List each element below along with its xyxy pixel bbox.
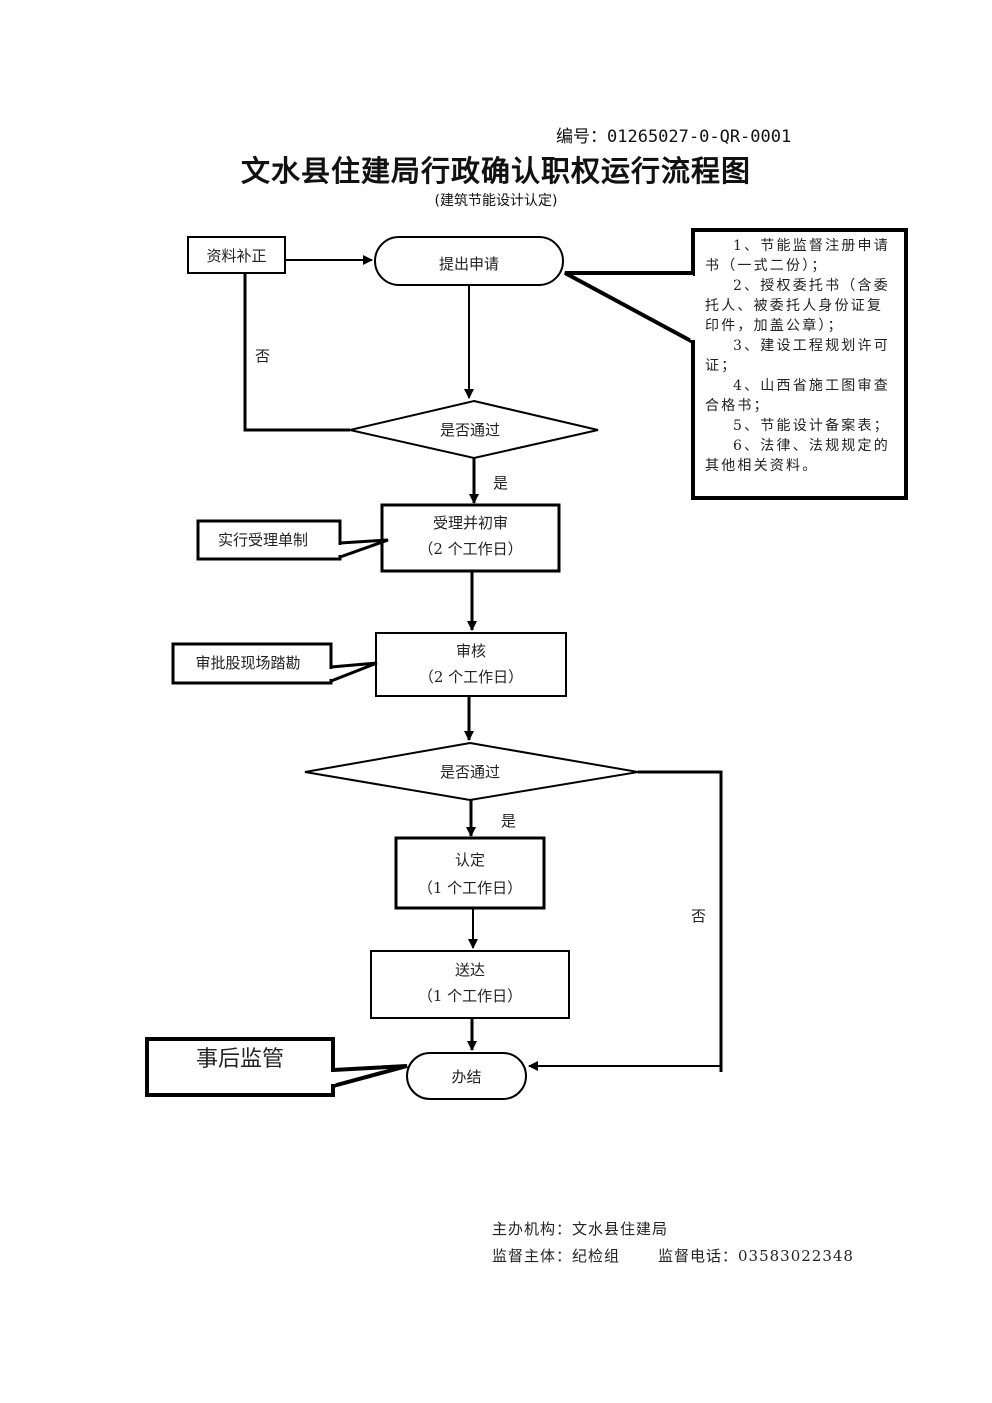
document-code: 编号：01265027-0-QR-0001 (556, 127, 792, 147)
accept-days: （2 个工作日） (418, 540, 523, 558)
requirements-callout-pointer (564, 271, 695, 344)
requirements-box (691, 228, 908, 500)
confirm-days: （1 个工作日） (417, 879, 523, 897)
apply-label: 提出申请 (438, 255, 499, 273)
requirement-item: 3、建设工程规划许可证； (705, 338, 890, 374)
review-note-box (171, 642, 333, 685)
requirement-item: 6、法律、法规规定的其他相关资料。 (705, 438, 890, 474)
accept-note-box (196, 519, 342, 561)
footer-phone: 监督电话：03583022348 (658, 1247, 854, 1265)
page-title: 文水县住建局行政确认职权运行流程图 (240, 154, 751, 188)
requirements-list: 1、节能监督注册申请书（一式二份）； 2、授权委托书（含委托人、被委托人身份证复… (705, 236, 895, 476)
review-note: 审批股现场踏勘 (195, 654, 301, 672)
confirm-title: 认定 (454, 851, 485, 869)
yes-label-1: 是 (493, 474, 509, 492)
accept-note: 实行受理单制 (217, 531, 308, 549)
footer-organizer: 主办机构：文水县住建局 (492, 1220, 669, 1238)
deliver-title: 送达 (454, 961, 485, 979)
post-supervision-label: 事后监管 (195, 1047, 284, 1072)
requirement-item: 2、授权委托书（含委托人、被委托人身份证复印件，加盖公章）； (705, 278, 890, 334)
supplement-box (187, 236, 286, 274)
requirement-item: 4、山西省施工图审查合格书； (705, 378, 890, 414)
no-label-2: 否 (691, 907, 707, 925)
page-subtitle: (建筑节能设计认定) (434, 193, 558, 209)
deliver-box (370, 950, 570, 1019)
accept-title: 受理并初审 (432, 514, 508, 532)
confirm-box (394, 836, 546, 910)
finish-label: 办结 (451, 1068, 482, 1086)
check1-label: 是否通过 (439, 421, 500, 439)
review-days: （2 个工作日） (418, 668, 524, 686)
review-title: 审核 (455, 642, 486, 660)
post-supervision-box (145, 1037, 335, 1097)
deliver-days: （1 个工作日） (417, 987, 523, 1005)
check2-label: 是否通过 (439, 763, 500, 781)
no-loop-1 (243, 273, 350, 432)
yes-label-2: 是 (501, 812, 517, 830)
no-path-2 (638, 770, 723, 1072)
requirement-item: 1、节能监督注册申请书（一式二份）； (705, 238, 890, 274)
no-label-1: 否 (255, 347, 271, 365)
requirement-item: 5、节能设计备案表； (733, 418, 890, 434)
footer-supervisor: 监督主体：纪检组 (492, 1247, 621, 1265)
supplement-label: 资料补正 (206, 247, 267, 265)
finish-terminator (406, 1052, 527, 1100)
